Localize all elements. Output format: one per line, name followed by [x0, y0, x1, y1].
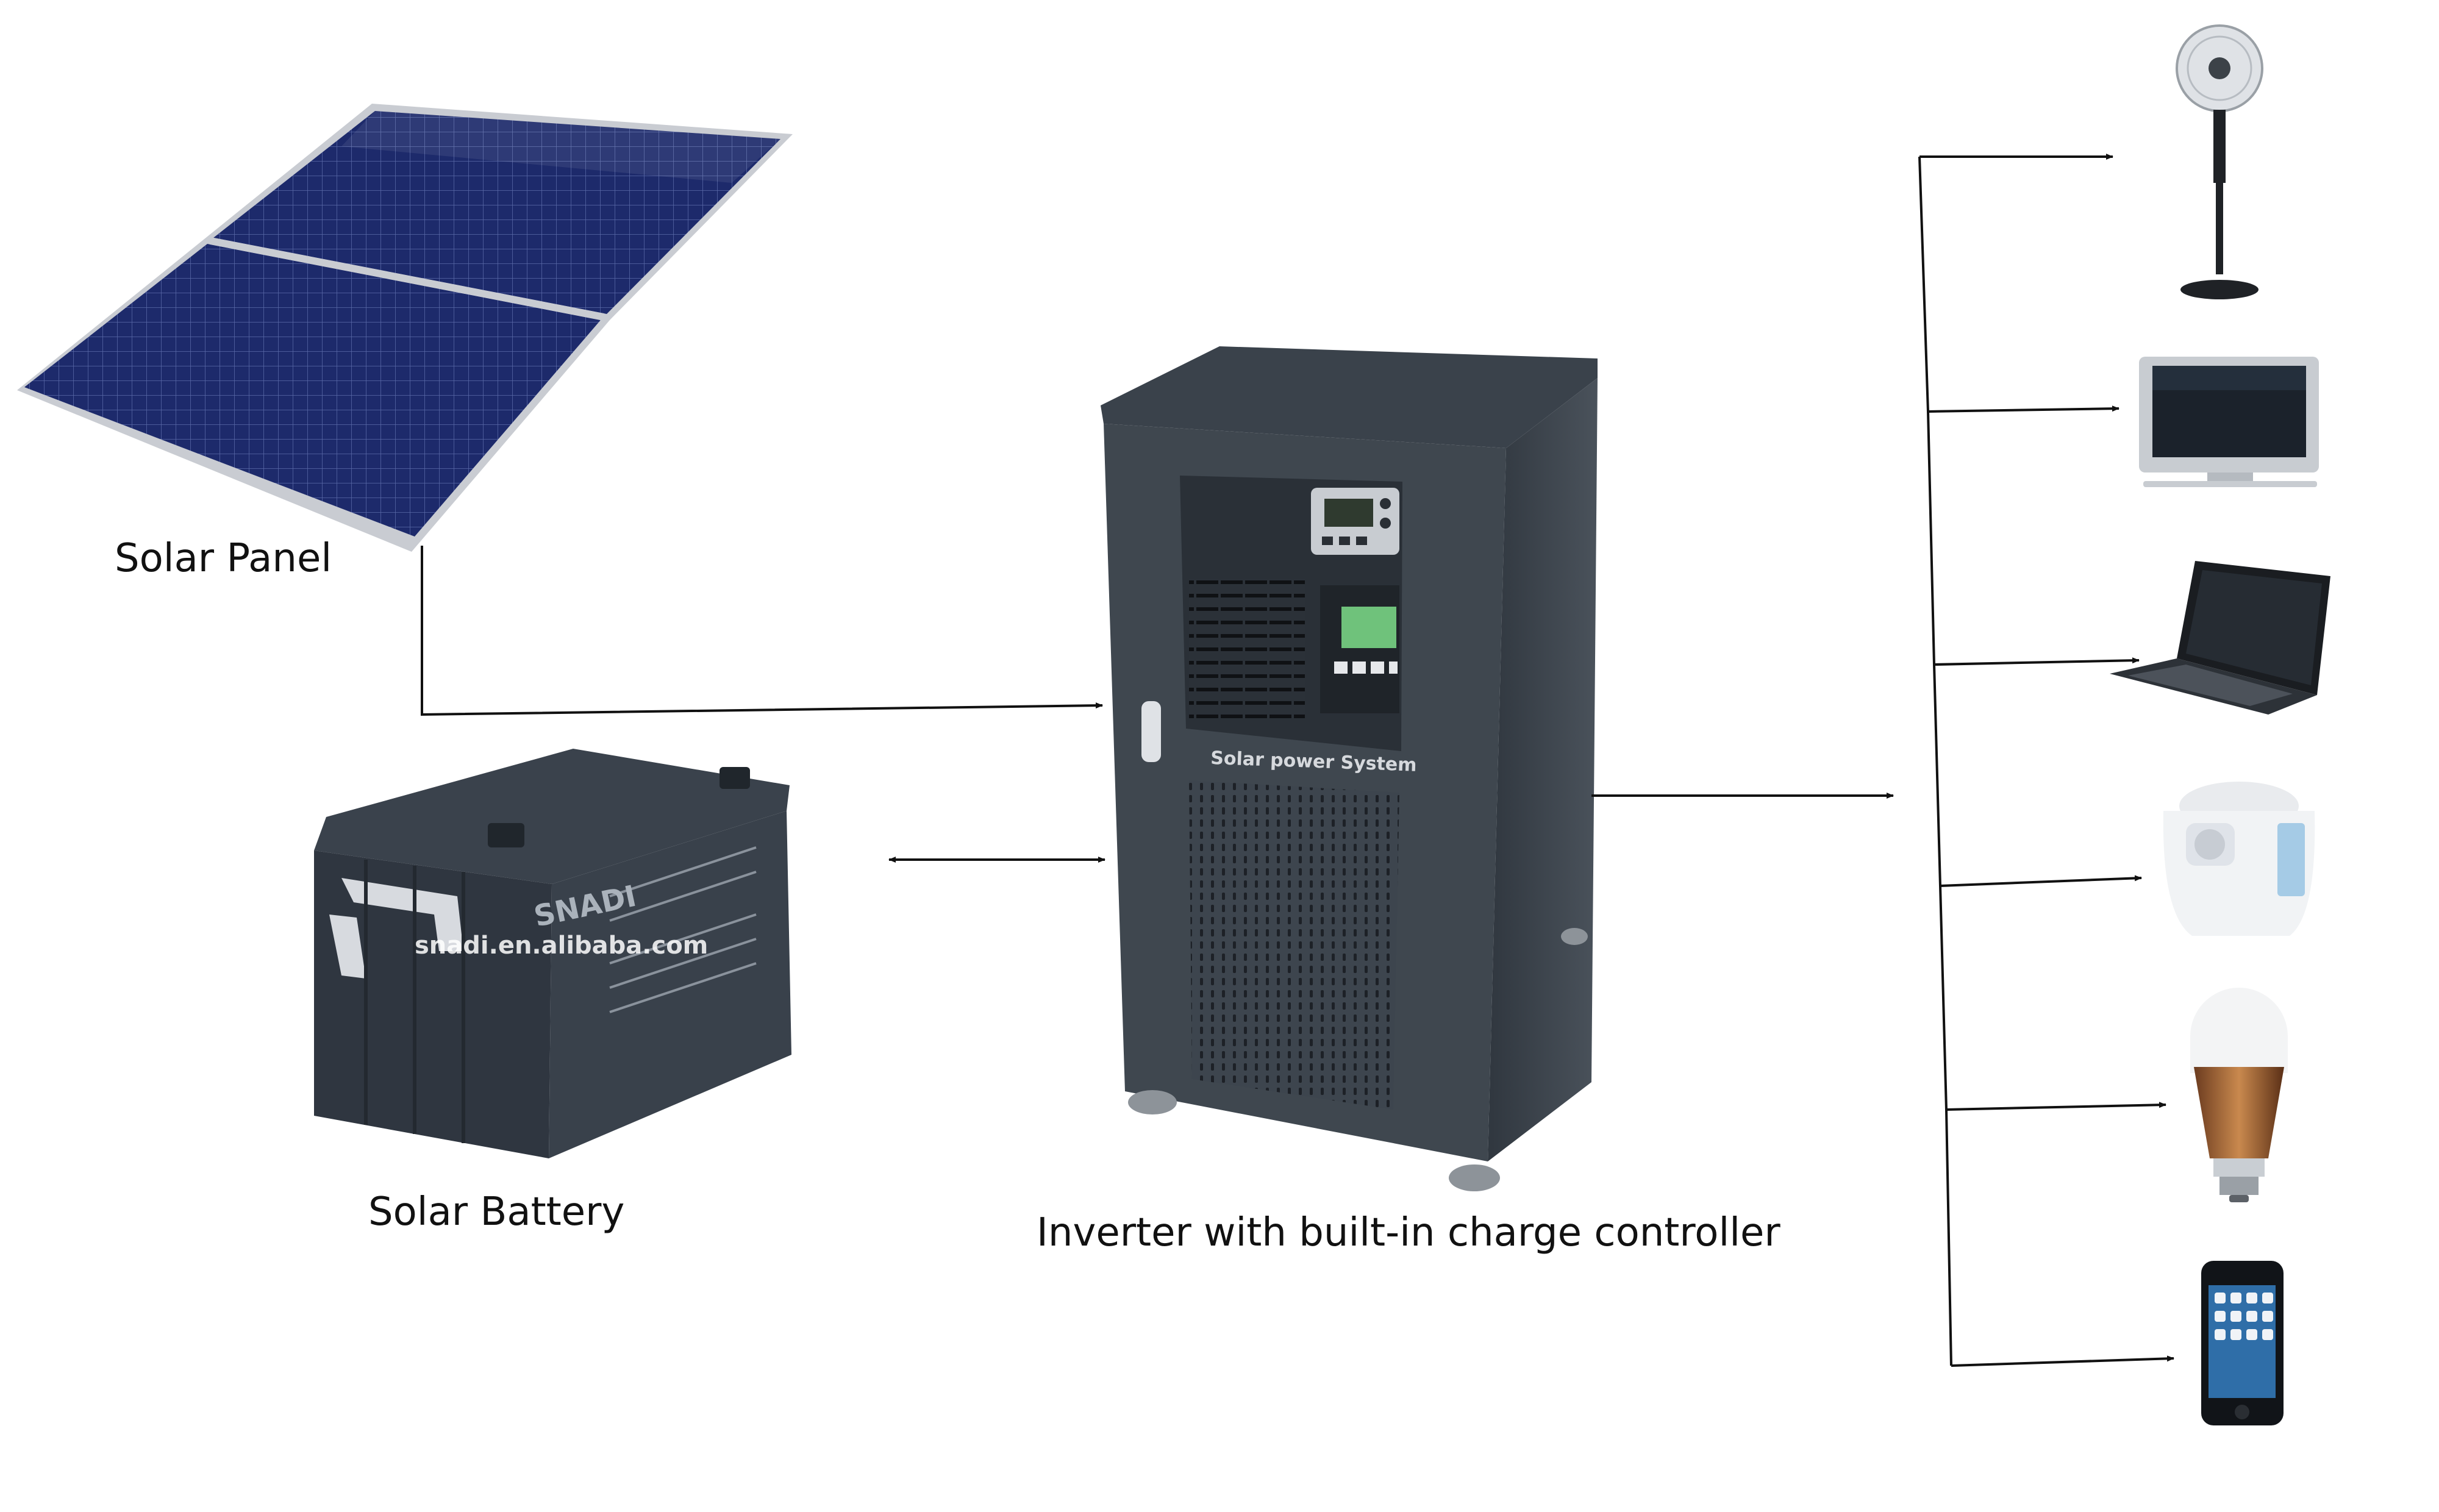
light-bulb-icon: [2190, 988, 2288, 1202]
connections: [421, 154, 2174, 1367]
smartphone-icon: [2201, 1261, 2284, 1425]
solar-panel-label: Solar Panel: [115, 536, 332, 581]
inverter-label: Inverter with built-in charge controller: [1037, 1210, 1780, 1255]
laptop-icon: [2110, 561, 2330, 715]
branch-bulb: [1946, 1102, 2166, 1111]
branch-tv: [1927, 405, 2119, 413]
rice-cooker-icon: [2163, 782, 2315, 936]
inverter-cabinet-icon: Solar power System: [1101, 346, 1598, 1191]
distribution-bus: [1918, 156, 1952, 1366]
television-icon: [2139, 357, 2319, 487]
watermark-text: snadi.en.alibaba.com: [415, 932, 709, 960]
standing-fan-icon: [2176, 24, 2263, 299]
solar-panel-icon: [17, 104, 793, 552]
branch-phone: [1951, 1355, 2174, 1367]
panel-to-inverter-line: [421, 546, 1103, 716]
solar-battery-label: Solar Battery: [368, 1189, 625, 1235]
battery-icon: SNADI: [314, 749, 791, 1158]
branch-cooker: [1940, 875, 2142, 887]
branch-laptop: [1934, 657, 2140, 666]
